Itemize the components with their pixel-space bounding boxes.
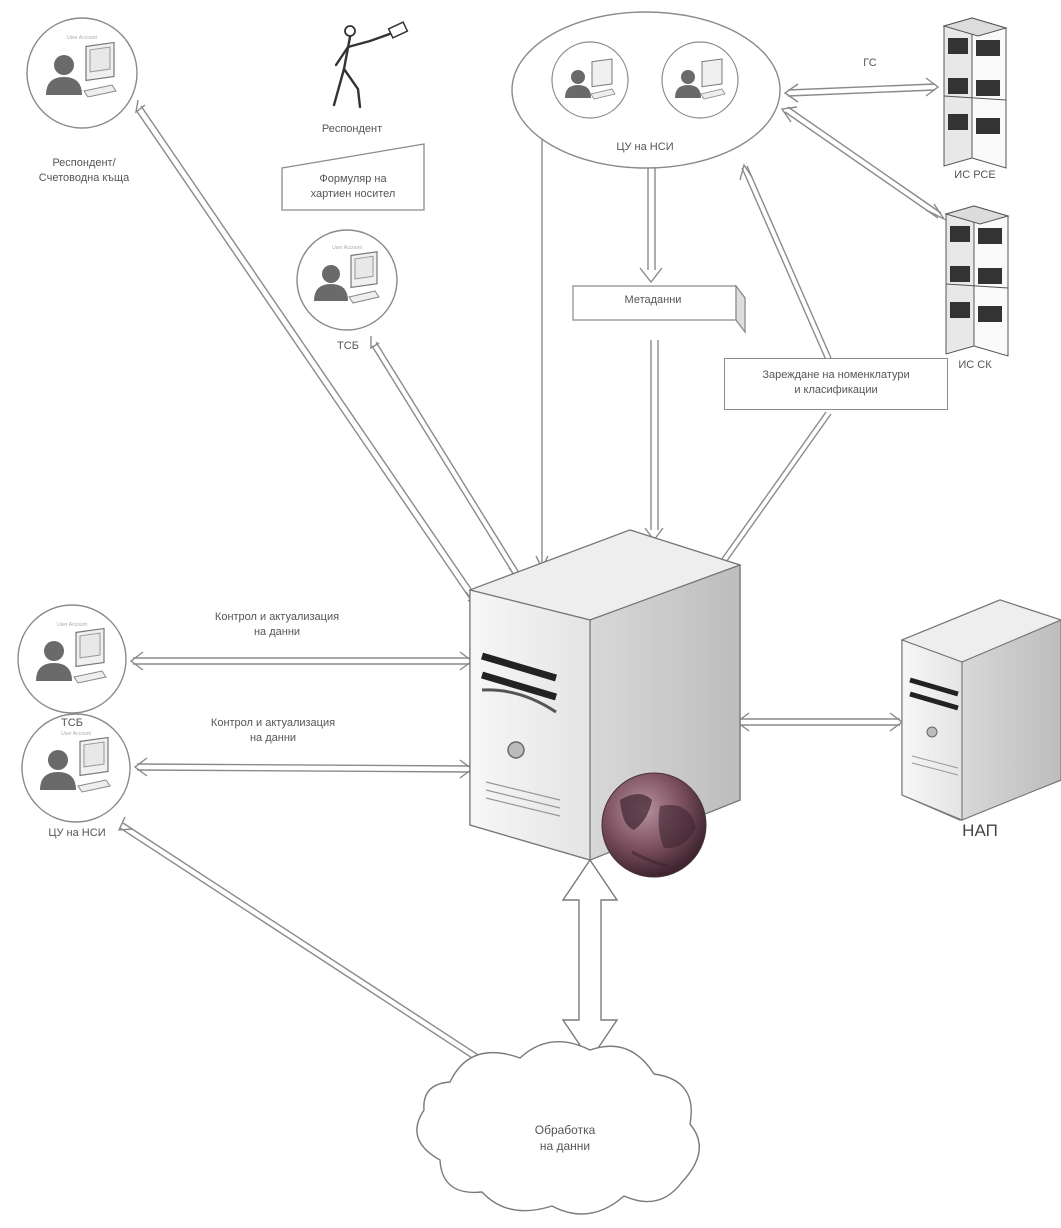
connector-gs [783,77,940,103]
cloud-icon [416,1041,700,1215]
user-computer-icon [314,251,380,304]
tsb-top-node: User Account [296,229,398,331]
label-is-rse: ИС РСЕ [954,169,996,181]
label-form-paper: Формуляр на хартиен носител [310,173,396,200]
label-control-1: Контрол и актуализация на данни [214,611,340,638]
label-cu-nsi-left: ЦУ на НСИ [48,827,106,839]
walking-person-icon [332,21,409,109]
form-paper-shape [281,143,425,211]
metadata-box [572,284,746,334]
svg-text:User Account: User Account [332,245,362,251]
user-computer-icon [40,736,111,793]
connector-is-sk [780,106,947,221]
label-gs: ГС [863,57,877,69]
label-tsb-left: ТСБ [61,717,83,729]
connector-server-cloud [561,858,619,1062]
label-respondent: Респондент [321,123,383,135]
svg-text:User Account: User Account [67,35,97,41]
label-metadata: Метаданни [624,294,682,306]
label-control-2: Контрол и актуализация на данни [210,717,336,744]
connector-cu-top-down [535,137,549,570]
connector-nap [735,712,904,732]
label-respondent-accounting: Респондент/ Счетоводна къща [38,157,130,184]
connector-control-1 [129,651,474,671]
svg-text:User Account: User Account [61,731,91,737]
cu-nsi-top-node [511,11,781,169]
tsb-left-node: User Account [17,604,127,714]
connector-cloud-cu [117,816,516,1085]
user-computer-icon [675,58,726,100]
connector-control-2 [133,757,474,779]
connector-tsb-top [370,336,522,583]
label-processing: Обработка на данни [534,1123,596,1154]
server-rack-icon [942,17,1008,169]
connector-metadata-server [644,340,664,542]
respondent-accounting-node: User Account [26,17,138,129]
connector-cu-metadata [639,163,663,284]
user-computer-icon [565,58,616,100]
label-nap: НАП [962,821,998,840]
globe-icon [601,772,707,878]
label-cu-nsi-top: ЦУ на НСИ [616,141,674,153]
label-is-sk: ИС СК [958,359,992,371]
connectors [117,77,947,1085]
cu-nsi-left-node: User Account [21,713,131,823]
label-tsb-top: ТСБ [337,340,359,352]
svg-text:User Account: User Account [57,622,87,628]
nap-server-icon [900,599,1061,821]
user-computer-icon [36,627,107,684]
server-rack-icon [944,205,1010,357]
nomenclatures-box: Зареждане на номенклатури и класификации [724,358,948,410]
user-computer-icon [46,41,117,98]
